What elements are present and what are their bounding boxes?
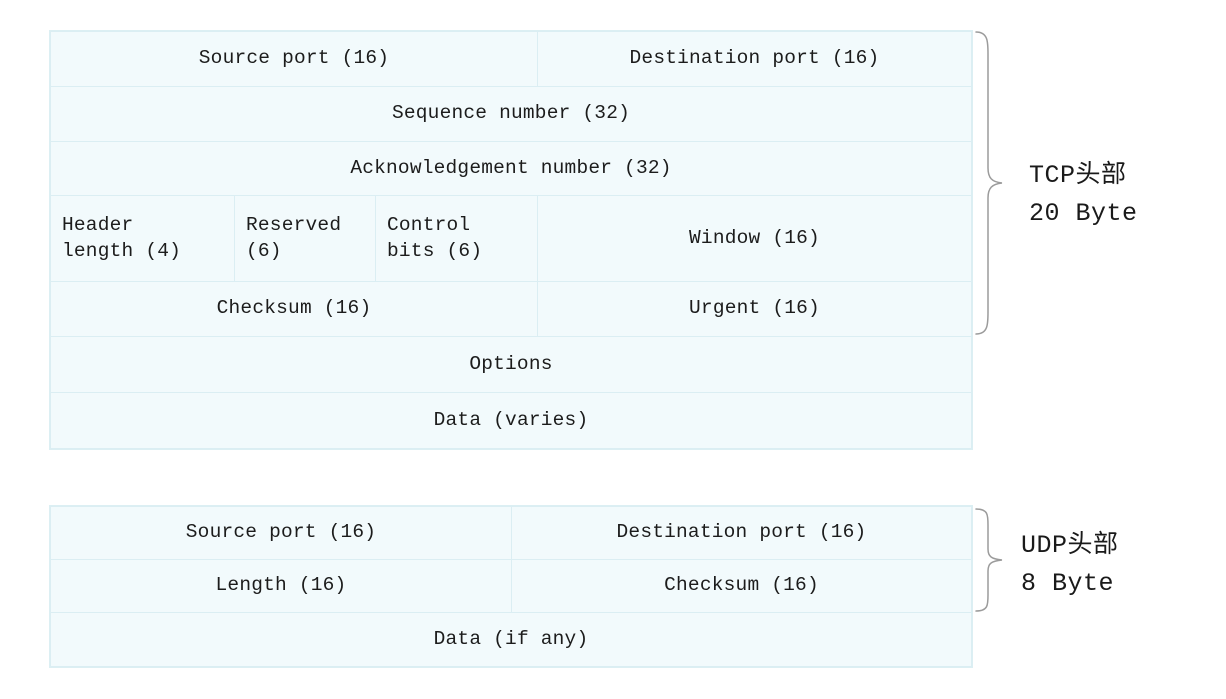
header-field-cell: Destination port (16) <box>537 31 972 87</box>
udp-header-rows: Source port (16)Destination port (16)Len… <box>50 506 972 667</box>
header-field-row: Checksum (16)Urgent (16) <box>50 281 972 338</box>
header-field-cell: Urgent (16) <box>537 281 972 338</box>
header-field-row: Options <box>50 336 972 394</box>
header-field-row: Length (16)Checksum (16) <box>50 559 972 613</box>
header-field-cell: Options <box>50 336 972 394</box>
header-field-cell: Destination port (16) <box>511 506 972 560</box>
header-field-row: Header length (4)Reserved (6)Control bit… <box>50 195 972 283</box>
header-field-cell: Checksum (16) <box>50 281 538 338</box>
tcp-header-size-label: TCP头部 20 Byte <box>1029 161 1138 228</box>
tcp-brace-icon <box>975 31 1003 335</box>
header-field-row: Data (varies) <box>50 392 972 449</box>
header-field-cell: Acknowledgement number (32) <box>50 140 972 197</box>
udp-header-table: Source port (16)Destination port (16)Len… <box>50 506 972 667</box>
header-field-cell: Header length (4) <box>50 195 235 283</box>
header-field-cell: Source port (16) <box>50 506 512 560</box>
header-field-cell: Source port (16) <box>50 31 538 87</box>
header-field-row: Source port (16)Destination port (16) <box>50 506 972 560</box>
header-field-cell: Control bits (6) <box>375 195 538 283</box>
udp-header-size-label: UDP头部 8 Byte <box>1021 531 1119 598</box>
header-field-row: Acknowledgement number (32) <box>50 140 972 197</box>
header-field-row: Sequence number (32) <box>50 85 972 142</box>
header-field-cell: Data (if any) <box>50 612 972 667</box>
header-field-cell: Window (16) <box>537 195 972 283</box>
tcp-header-table: Source port (16)Destination port (16)Seq… <box>50 31 972 449</box>
header-field-cell: Length (16) <box>50 559 512 613</box>
header-field-row: Data (if any) <box>50 612 972 667</box>
udp-brace-icon <box>975 508 1003 612</box>
header-field-cell: Data (varies) <box>50 392 972 449</box>
header-field-cell: Sequence number (32) <box>50 85 972 142</box>
header-field-cell: Checksum (16) <box>511 559 972 613</box>
header-field-row: Source port (16)Destination port (16) <box>50 31 972 87</box>
tcp-header-rows: Source port (16)Destination port (16)Seq… <box>50 31 972 449</box>
header-field-cell: Reserved (6) <box>234 195 376 283</box>
